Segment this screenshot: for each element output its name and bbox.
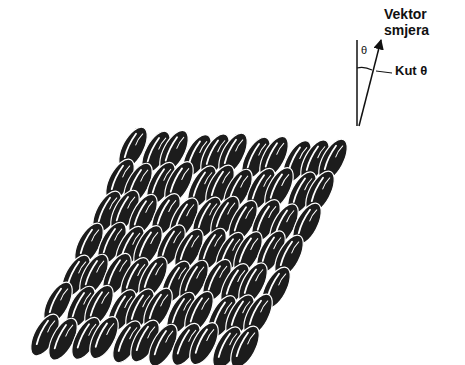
vertical-axis: [356, 40, 358, 126]
angle-arc: [357, 67, 372, 70]
leader-line: [376, 71, 392, 73]
molecule: [225, 322, 265, 365]
angle-label: Kut θ: [395, 64, 427, 79]
director-arrow: [359, 40, 381, 126]
angle-symbol: θ: [361, 44, 367, 57]
molecule-lattice: [25, 123, 353, 365]
vector-label: Vektor smjera: [384, 6, 462, 38]
